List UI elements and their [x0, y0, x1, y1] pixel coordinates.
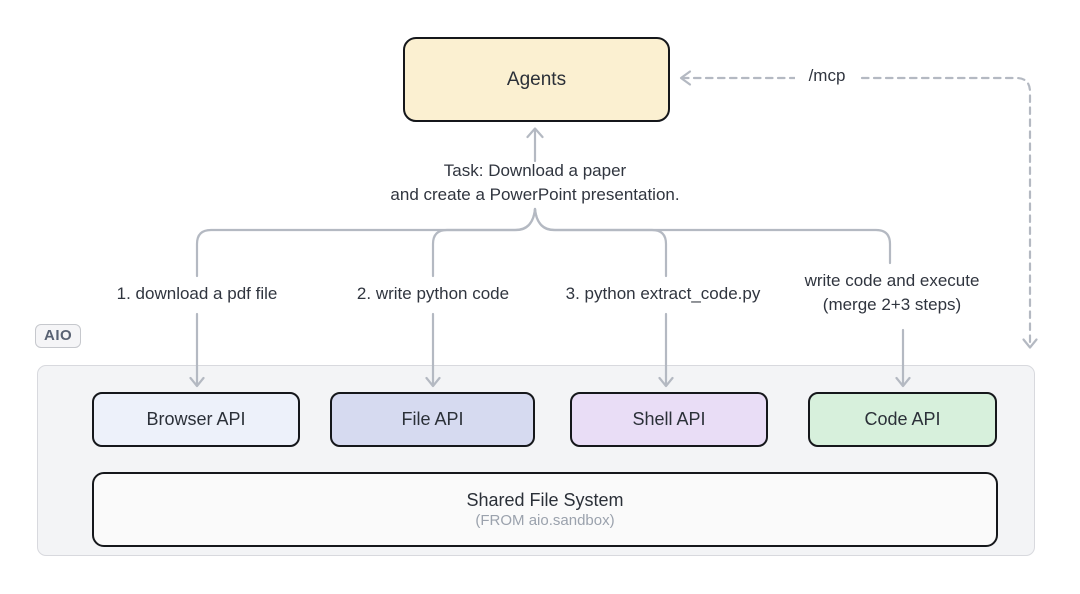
code-api-label: Code API	[864, 409, 941, 429]
mcp-arrow-left-head-icon	[679, 70, 692, 86]
shell-api-node: Shell API	[570, 392, 768, 447]
file-api-node: File API	[330, 392, 535, 447]
curve-task-to-step3	[533, 207, 668, 278]
curve-task-to-step4	[533, 207, 892, 265]
file-api-label: File API	[401, 409, 464, 429]
branch-label-download-pdf: 1. download a pdf file	[116, 284, 278, 303]
code-api-node: Code API	[808, 392, 997, 447]
curve-task-to-step1	[195, 207, 537, 278]
mcp-arrow-down-head-icon	[1022, 338, 1038, 349]
aio-tag: AIO	[35, 324, 82, 348]
shared-file-system-node: Shared File System (FROM aio.sandbox)	[92, 472, 998, 547]
browser-api-node: Browser API	[92, 392, 300, 447]
shared-file-system-title: Shared File System	[466, 490, 624, 510]
curve-task-to-step2	[431, 207, 537, 278]
task-annotation: Task: Download a paper and create a Powe…	[335, 159, 735, 206]
shell-api-label: Shell API	[632, 409, 706, 429]
agents-node-label: Agents	[506, 68, 567, 90]
browser-api-label: Browser API	[146, 409, 246, 429]
branch-label-write-and-execute: write code and execute (merge 2+3 steps)	[780, 269, 1004, 317]
task-annotation-line1: Task: Download a paper	[443, 161, 627, 180]
branch-label-write-and-execute-line1: write code and execute	[804, 271, 980, 290]
mcp-endpoint-label: /mcp	[795, 64, 859, 88]
branch-label-run-extract: 3. python extract_code.py	[565, 284, 761, 303]
task-annotation-line2: and create a PowerPoint presentation.	[390, 184, 680, 204]
shared-file-system-subtitle: (FROM aio.sandbox)	[475, 512, 615, 529]
agents-node: Agents	[403, 37, 670, 122]
branch-label-write-python: 2. write python code	[356, 284, 510, 303]
branch-label-write-and-execute-line2: (merge 2+3 steps)	[822, 295, 962, 314]
arrow-task-to-agents-head-icon	[526, 127, 544, 139]
